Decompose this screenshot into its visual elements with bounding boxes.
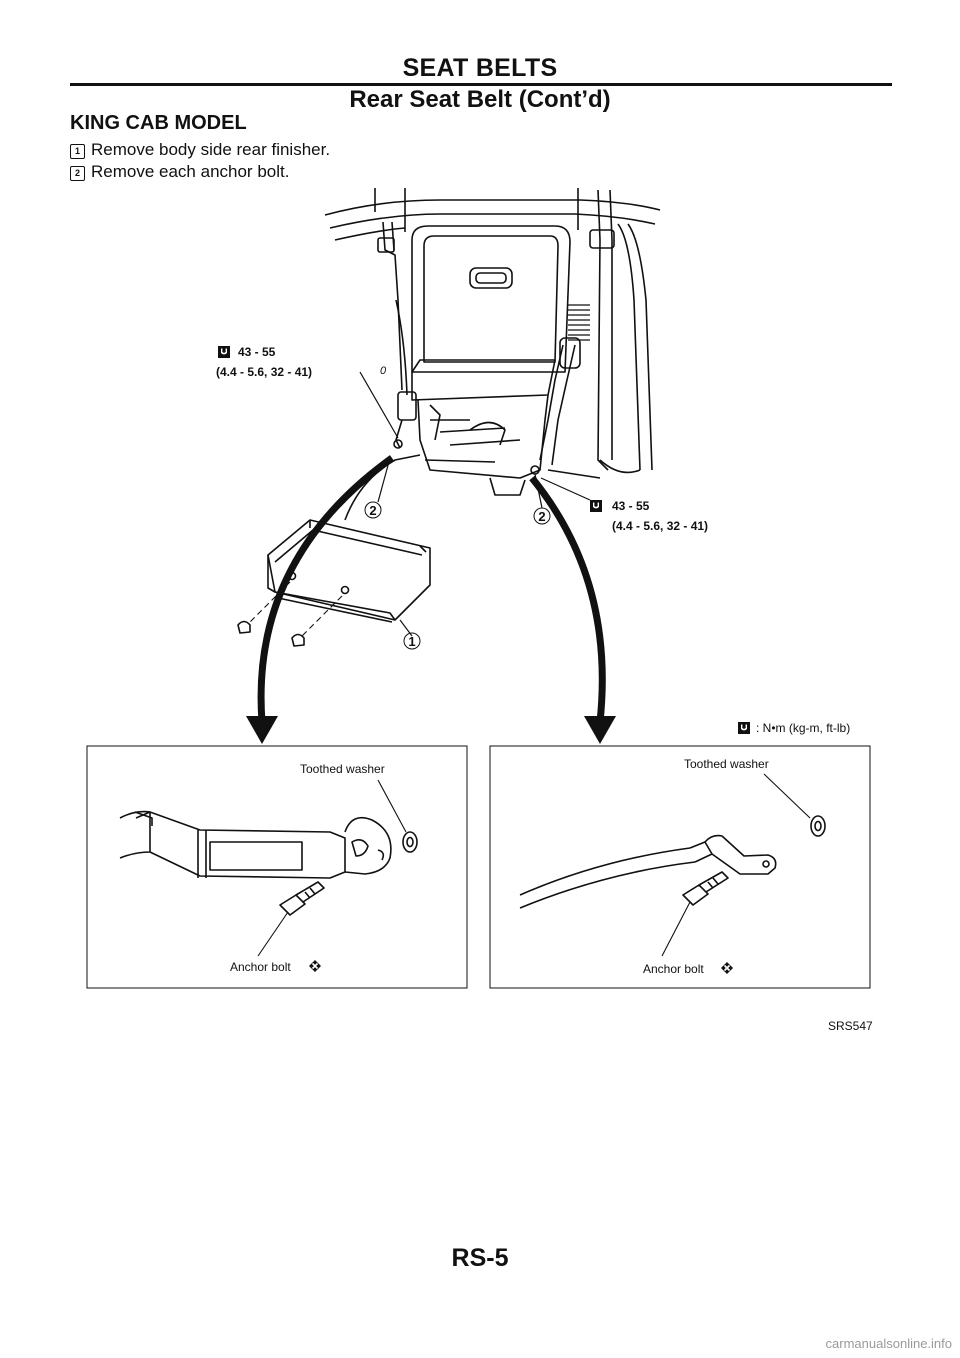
torque-value-alt-units: (4.4 - 5.6, 32 - 41) bbox=[612, 519, 708, 533]
document-header-title: SEAT BELTS bbox=[402, 54, 558, 82]
header-rule bbox=[70, 83, 892, 86]
figure-id: SRS547 bbox=[828, 1019, 873, 1033]
detail-panel-left: Toothed washer Anchor bolt bbox=[86, 745, 468, 989]
svg-text:2: 2 bbox=[538, 509, 545, 524]
stray-mark: 0 bbox=[380, 365, 387, 377]
torque-value: 43 - 55 bbox=[238, 345, 276, 359]
step-number-badge: 1 bbox=[70, 144, 85, 159]
step-number-badge: 2 bbox=[70, 166, 85, 181]
torque-wrench-icon bbox=[590, 500, 602, 512]
torque-value-alt-units: (4.4 - 5.6, 32 - 41) bbox=[216, 365, 312, 379]
step-text: Remove each anchor bolt. bbox=[91, 162, 290, 181]
toothed-washer-label: Toothed washer bbox=[300, 762, 385, 776]
watermark: carmanualsonline.info bbox=[825, 1336, 952, 1351]
step-text: Remove body side rear finisher. bbox=[91, 140, 331, 159]
callout-2-right: 2 bbox=[533, 507, 551, 525]
document-header-subtitle: Rear Seat Belt (Cont’d) bbox=[349, 86, 611, 113]
detail-panel-right: Toothed washer Anchor bolt bbox=[489, 745, 871, 989]
torque-wrench-icon bbox=[218, 346, 230, 358]
detail-arrows bbox=[246, 455, 616, 744]
step-1: 1 Remove body side rear finisher. bbox=[70, 140, 330, 160]
replace-part-icon bbox=[308, 959, 322, 973]
callout-2-left: 2 bbox=[364, 501, 382, 519]
torque-value: 43 - 55 bbox=[612, 499, 650, 513]
anchor-bolt-label: Anchor bolt bbox=[230, 960, 291, 974]
callout-1: 1 bbox=[403, 632, 421, 650]
torque-unit-legend: : N•m (kg-m, ft-lb) bbox=[756, 721, 850, 735]
section-title: KING CAB MODEL bbox=[70, 112, 247, 134]
torque-wrench-icon bbox=[738, 722, 750, 734]
svg-text:1: 1 bbox=[408, 634, 415, 649]
replace-part-icon bbox=[720, 961, 734, 975]
svg-text:2: 2 bbox=[369, 503, 376, 518]
page-number: RS-5 bbox=[451, 1244, 509, 1272]
step-2: 2 Remove each anchor bolt. bbox=[70, 162, 289, 182]
cab-interior-drawing bbox=[324, 188, 661, 521]
anchor-bolt-label: Anchor bolt bbox=[643, 962, 704, 976]
toothed-washer-label: Toothed washer bbox=[684, 757, 769, 771]
